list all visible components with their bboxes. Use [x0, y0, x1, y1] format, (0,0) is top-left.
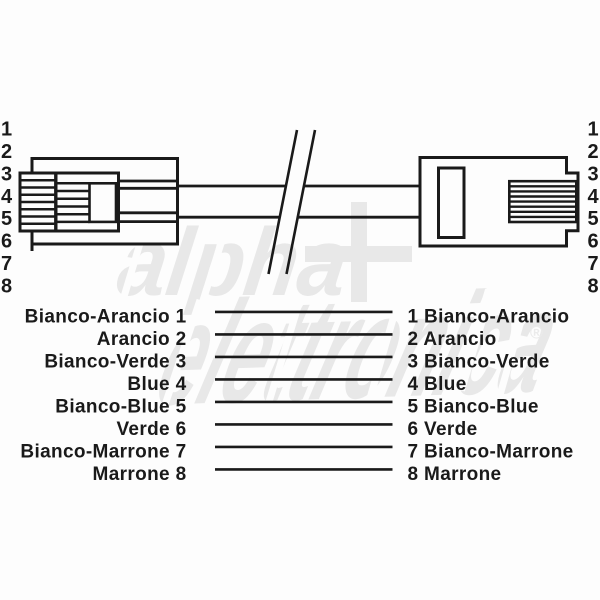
svg-text:2: 2 [587, 141, 598, 163]
svg-text:1 Bianco-Arancio: 1 Bianco-Arancio [408, 307, 570, 328]
svg-text:alpha: alpha [112, 209, 355, 315]
svg-text:3: 3 [587, 163, 598, 185]
svg-text:3: 3 [1, 163, 12, 185]
svg-text:4: 4 [587, 186, 599, 208]
svg-text:7: 7 [587, 253, 598, 275]
svg-text:2: 2 [1, 141, 12, 163]
svg-text:Blue 4: Blue 4 [127, 374, 186, 395]
svg-text:8 Marrone: 8 Marrone [408, 464, 502, 485]
svg-text:5 Bianco-Blue: 5 Bianco-Blue [408, 397, 539, 418]
svg-text:7 Bianco-Marrone: 7 Bianco-Marrone [408, 442, 574, 463]
svg-text:2 Arancio: 2 Arancio [408, 329, 497, 350]
svg-text:Bianco-Verde 3: Bianco-Verde 3 [44, 352, 186, 373]
svg-text:Arancio 2: Arancio 2 [97, 329, 187, 350]
svg-text:1: 1 [587, 119, 598, 141]
svg-text:Bianco-Blue 5: Bianco-Blue 5 [55, 397, 186, 418]
svg-text:3 Bianco-Verde: 3 Bianco-Verde [408, 352, 550, 373]
svg-text:6 Verde: 6 Verde [408, 419, 478, 440]
svg-text:Bianco-Arancio 1: Bianco-Arancio 1 [25, 307, 187, 328]
svg-text:Verde 6: Verde 6 [116, 419, 186, 440]
svg-text:5: 5 [587, 208, 598, 230]
svg-text:Bianco-Marrone 7: Bianco-Marrone 7 [20, 442, 186, 463]
svg-text:®: ® [530, 323, 543, 343]
svg-text:Marrone 8: Marrone 8 [93, 464, 187, 485]
svg-text:6: 6 [1, 231, 12, 253]
svg-text:1: 1 [1, 119, 12, 141]
svg-text:8: 8 [1, 276, 12, 298]
svg-text:7: 7 [1, 253, 12, 275]
svg-text:elettronica: elettronica [140, 258, 578, 436]
svg-text:4 Blue: 4 Blue [408, 374, 467, 395]
svg-text:4: 4 [1, 186, 13, 208]
svg-text:5: 5 [1, 208, 12, 230]
svg-text:6: 6 [587, 231, 598, 253]
svg-text:8: 8 [587, 276, 598, 298]
